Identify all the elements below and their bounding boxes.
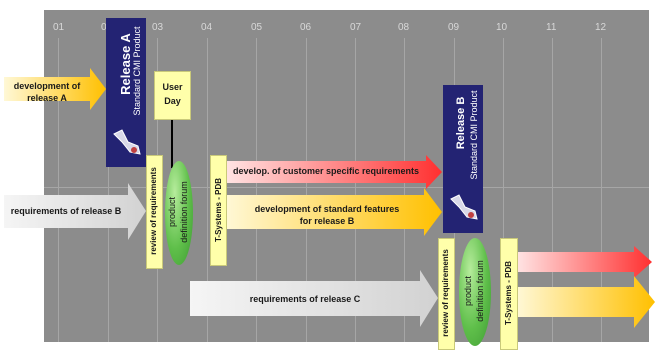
grid-line xyxy=(58,38,59,342)
tsystems-pdb-box: T-Systems - PDB xyxy=(210,155,227,266)
month-label: 12 xyxy=(595,22,607,33)
review-requirements-label: review of requirements xyxy=(441,249,450,337)
product-icon xyxy=(450,194,478,220)
tsystems-pdb-box: T-Systems - PDB xyxy=(500,238,518,350)
review-requirements-label: review of requirements xyxy=(149,167,158,255)
month-label: 01 xyxy=(53,22,65,33)
release-b-block: Release B Standard CMI Product xyxy=(443,85,483,233)
grid-line xyxy=(306,38,307,342)
arrow-requirements-release-c xyxy=(190,270,438,327)
grid-line xyxy=(108,38,109,342)
tsystems-pdb-label: T-Systems - PDB xyxy=(214,177,223,243)
month-label: 10 xyxy=(496,22,508,33)
grid-line xyxy=(207,38,208,342)
arrow-development-release-a xyxy=(4,68,106,110)
review-requirements-box: review of requirements xyxy=(438,238,455,350)
label-line: User xyxy=(162,82,183,92)
arrow-label-development-a: development of release A xyxy=(6,80,88,104)
grid-line xyxy=(256,38,257,342)
month-label: 05 xyxy=(251,22,263,33)
release-a-block: Release A Standard CMI Product xyxy=(106,18,146,167)
label-line: development of standard features xyxy=(254,204,400,214)
product-definition-forum: product definition forum xyxy=(165,161,193,265)
product-icon xyxy=(113,129,141,155)
month-label: 03 xyxy=(152,22,164,33)
arrow-standard-features xyxy=(226,188,442,236)
grid-line xyxy=(601,38,602,342)
grid-line xyxy=(404,38,405,342)
label-line: product xyxy=(463,275,473,307)
release-a-subtitle: Standard CMI Product xyxy=(132,26,142,116)
month-label: 04 xyxy=(201,22,213,33)
label-line: product xyxy=(167,196,177,228)
user-day-label: User Day xyxy=(155,80,190,108)
label-line: Day xyxy=(164,96,181,106)
grid-line xyxy=(503,38,504,342)
label-line: definition forum xyxy=(475,260,485,322)
label-line: release A xyxy=(27,93,67,103)
month-label: 08 xyxy=(398,22,410,33)
month-label: 06 xyxy=(300,22,312,33)
arrow-label-requirements-b: requirements of release B xyxy=(10,206,122,216)
arrow-standard-features-next xyxy=(517,276,655,328)
tsystems-pdb-label: T-Systems - PDB xyxy=(504,260,513,326)
label-line: definition forum xyxy=(179,181,189,243)
release-b-subtitle: Standard CMI Product xyxy=(469,90,479,180)
forum-label: product definition forum xyxy=(462,239,488,343)
label-line: development of xyxy=(13,81,81,91)
month-label: 09 xyxy=(448,22,460,33)
month-label: 07 xyxy=(350,22,362,33)
review-requirements-box: review of requirements xyxy=(146,155,163,269)
arrow-requirements-release-b xyxy=(4,183,146,240)
arrow-label-customer-specific: develop. of customer specific requiremen… xyxy=(232,166,420,176)
user-day-box: User Day xyxy=(154,71,191,120)
grid-line xyxy=(552,38,553,342)
grid-line xyxy=(355,38,356,342)
label-line: for release B xyxy=(299,216,355,226)
arrow-label-requirements-c: requirements of release C xyxy=(249,294,361,304)
forum-label: product definition forum xyxy=(166,160,192,264)
product-definition-forum: product definition forum xyxy=(459,238,491,346)
arrow-customer-specific-next xyxy=(517,246,652,278)
month-label: 11 xyxy=(546,22,557,33)
grid-line-horizontal xyxy=(44,187,649,188)
arrow-label-standard-features: development of standard features for rel… xyxy=(232,203,422,227)
arrow-customer-specific xyxy=(226,155,442,189)
